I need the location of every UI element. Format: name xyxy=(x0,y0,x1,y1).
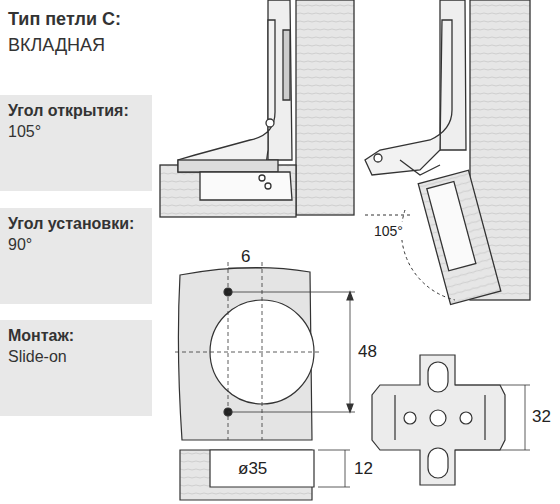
spec-box: Угол открытия: 105° xyxy=(0,95,152,191)
spec-heading: Тип петли С: xyxy=(8,8,144,30)
dimension-label: 48 xyxy=(356,343,379,361)
closed-hinge-view xyxy=(160,0,354,217)
cup-plan-view xyxy=(175,262,355,500)
spec-heading: Монтаж: xyxy=(8,326,144,345)
spec-heading: Угол установки: xyxy=(8,214,144,233)
spec-box: Монтаж: Slide-on xyxy=(0,320,152,416)
open-hinge-view xyxy=(365,0,530,305)
spec-box: Тип петли С: ВКЛАДНАЯ xyxy=(0,2,152,82)
spec-value: 90° xyxy=(8,235,144,254)
left-panel-grounds xyxy=(0,95,152,416)
dimension-label: 32 xyxy=(530,408,553,426)
dimension-label: 12 xyxy=(352,460,375,478)
dimension-label: ø35 xyxy=(236,460,269,478)
spec-value: ВКЛАДНАЯ xyxy=(8,36,144,55)
spec-value: Slide-on xyxy=(8,347,144,366)
dimension-label: 6 xyxy=(239,248,252,266)
mounting-plate xyxy=(372,355,530,485)
spec-heading: Угол открытия: xyxy=(8,101,144,120)
spec-box: Угол установки: 90° xyxy=(0,208,152,304)
angle-label: 105° xyxy=(372,222,405,240)
spec-value: 105° xyxy=(8,122,144,141)
